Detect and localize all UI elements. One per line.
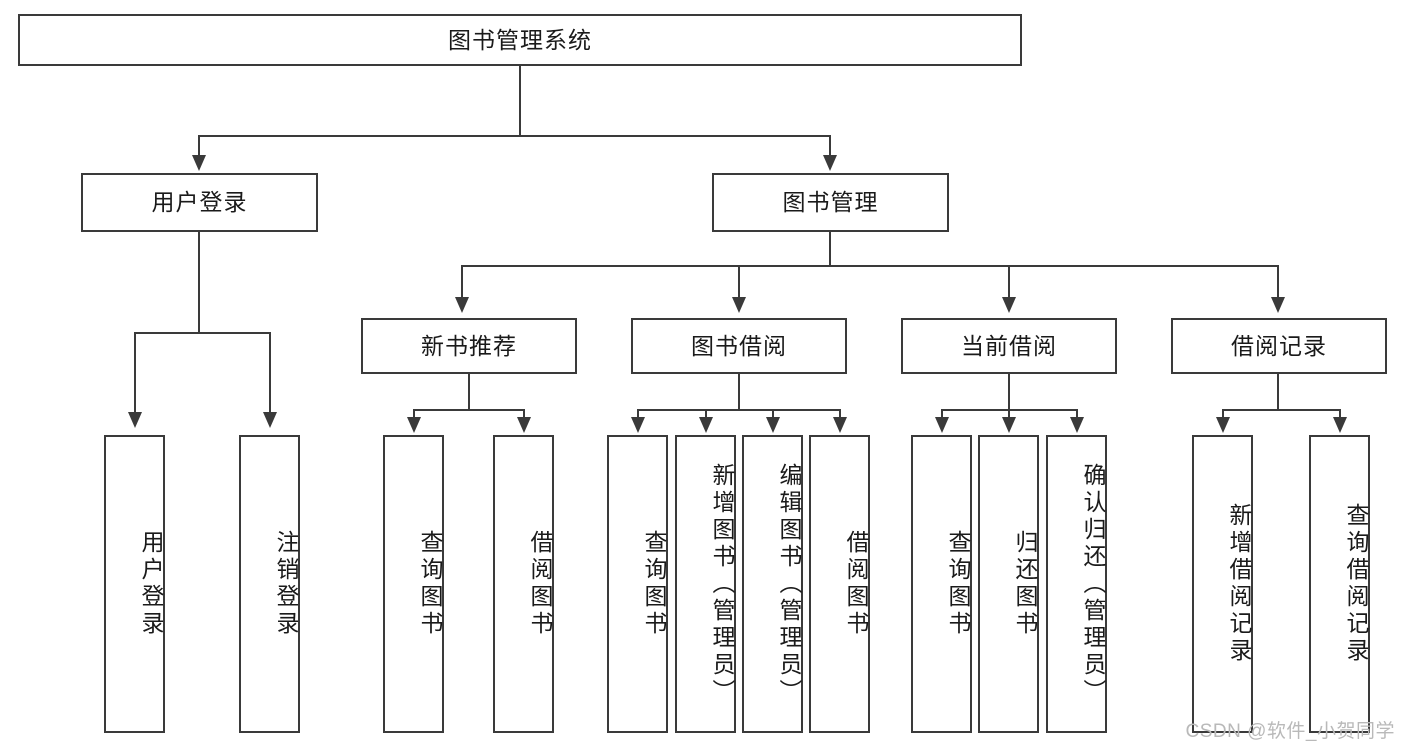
- leaf-nbr-borrow-book[interactable]: 借阅图书: [493, 435, 554, 733]
- arrow-bb-leaf-3: [766, 417, 780, 433]
- arrow-to-book-borrow: [732, 297, 746, 313]
- arrow-user-login-to-leaf-2: [263, 412, 277, 428]
- leaf-br-query-record[interactable]: 查询借阅记录: [1309, 435, 1370, 733]
- connector-root-stem: [519, 66, 521, 136]
- connector-br-leaf-2: [1339, 409, 1341, 419]
- connector-new-book-recommend-stem: [468, 374, 470, 410]
- connector-book-management-stem: [829, 232, 831, 266]
- node-label: 图书管理: [782, 189, 879, 215]
- arrow-nbr-leaf-2: [517, 417, 531, 433]
- node-borrow-record[interactable]: 借阅记录: [1171, 318, 1387, 374]
- leaf-logout[interactable]: 注销登录: [239, 435, 300, 733]
- connector-to-book-borrow: [738, 265, 740, 299]
- node-label: 当前借阅: [961, 332, 1057, 359]
- leaf-cb-return-book[interactable]: 归还图书: [978, 435, 1039, 733]
- node-book-management[interactable]: 图书管理: [712, 173, 949, 232]
- connector-nbr-leaf-2: [523, 409, 525, 419]
- arrow-to-borrow-record: [1271, 297, 1285, 313]
- node-root-book-management-system[interactable]: 图书管理系统: [18, 14, 1022, 66]
- connector-borrow-record-bar: [1222, 409, 1340, 411]
- node-label: 用户登录: [151, 189, 248, 215]
- node-label: 借阅图书: [843, 530, 869, 638]
- watermark-text: CSDN @软件_小贺同学: [1185, 721, 1395, 742]
- node-label: 新增图书（管理员）: [709, 462, 735, 706]
- arrow-to-new-book-recommend: [455, 297, 469, 313]
- connector-user-login-bar: [134, 332, 269, 334]
- node-label: 查询借阅记录: [1343, 503, 1369, 665]
- arrow-br-leaf-2: [1333, 417, 1347, 433]
- arrow-br-leaf-1: [1216, 417, 1230, 433]
- node-label: 图书管理系统: [448, 26, 592, 53]
- leaf-bb-query-book[interactable]: 查询图书: [607, 435, 668, 733]
- leaf-cb-confirm-return-admin[interactable]: 确认归还（管理员）: [1046, 435, 1107, 733]
- connector-nbr-leaf-1: [413, 409, 415, 419]
- connector-user-login-to-leaf-1: [134, 332, 136, 414]
- leaf-bb-add-book-admin[interactable]: 新增图书（管理员）: [675, 435, 736, 733]
- connector-new-book-recommend-bar: [413, 409, 524, 411]
- node-book-borrow[interactable]: 图书借阅: [631, 318, 847, 374]
- node-label: 借阅图书: [527, 530, 553, 638]
- node-label: 查询图书: [945, 530, 971, 638]
- arrow-cb-leaf-2: [1002, 417, 1016, 433]
- node-current-borrow[interactable]: 当前借阅: [901, 318, 1117, 374]
- connector-root-bar: [198, 135, 831, 137]
- arrow-cb-leaf-3: [1070, 417, 1084, 433]
- connector-bb-leaf-2: [705, 409, 707, 419]
- connector-cb-leaf-1: [941, 409, 943, 419]
- arrow-user-login-to-leaf-1: [128, 412, 142, 428]
- connector-cb-leaf-3: [1076, 409, 1078, 419]
- node-label: 图书借阅: [691, 332, 787, 359]
- connector-level3-bar: [461, 265, 1278, 267]
- arrow-to-current-borrow: [1002, 297, 1016, 313]
- node-label: 新增借阅记录: [1226, 503, 1252, 665]
- arrow-root-to-user-login: [192, 155, 206, 171]
- node-label: 注销登录: [273, 530, 299, 638]
- node-label: 新书推荐: [421, 332, 517, 359]
- arrow-cb-leaf-1: [935, 417, 949, 433]
- leaf-bb-edit-book-admin[interactable]: 编辑图书（管理员）: [742, 435, 803, 733]
- leaf-br-add-record[interactable]: 新增借阅记录: [1192, 435, 1253, 733]
- connector-to-borrow-record: [1277, 265, 1279, 299]
- node-label: 查询图书: [417, 530, 443, 638]
- connector-root-to-user-login: [198, 135, 200, 157]
- connector-cb-leaf-2: [1008, 409, 1010, 419]
- leaf-nbr-query-book[interactable]: 查询图书: [383, 435, 444, 733]
- arrow-nbr-leaf-1: [407, 417, 421, 433]
- node-label: 归还图书: [1012, 530, 1038, 638]
- arrow-root-to-book-management: [823, 155, 837, 171]
- connector-user-login-to-leaf-2: [269, 332, 271, 414]
- connector-book-borrow-stem: [738, 374, 740, 410]
- connector-borrow-record-stem: [1277, 374, 1279, 410]
- arrow-bb-leaf-4: [833, 417, 847, 433]
- connector-br-leaf-1: [1222, 409, 1224, 419]
- node-new-book-recommend[interactable]: 新书推荐: [361, 318, 577, 374]
- node-label: 编辑图书（管理员）: [776, 462, 802, 706]
- node-user-login[interactable]: 用户登录: [81, 173, 318, 232]
- arrow-bb-leaf-1: [631, 417, 645, 433]
- connector-bb-leaf-3: [772, 409, 774, 419]
- connector-book-borrow-bar: [637, 409, 840, 411]
- connector-bb-leaf-1: [637, 409, 639, 419]
- connector-user-login-stem: [198, 232, 200, 333]
- node-label: 确认归还（管理员）: [1080, 462, 1106, 706]
- leaf-bb-borrow-book[interactable]: 借阅图书: [809, 435, 870, 733]
- node-label: 用户登录: [138, 530, 164, 638]
- node-label: 查询图书: [641, 530, 667, 638]
- leaf-user-login[interactable]: 用户登录: [104, 435, 165, 733]
- arrow-bb-leaf-2: [699, 417, 713, 433]
- connector-current-borrow-stem: [1008, 374, 1010, 410]
- connector-root-to-book-management: [829, 135, 831, 157]
- connector-bb-leaf-4: [839, 409, 841, 419]
- connector-to-current-borrow: [1008, 265, 1010, 299]
- leaf-cb-query-book[interactable]: 查询图书: [911, 435, 972, 733]
- connector-to-new-book-recommend: [461, 265, 463, 299]
- node-label: 借阅记录: [1231, 332, 1327, 359]
